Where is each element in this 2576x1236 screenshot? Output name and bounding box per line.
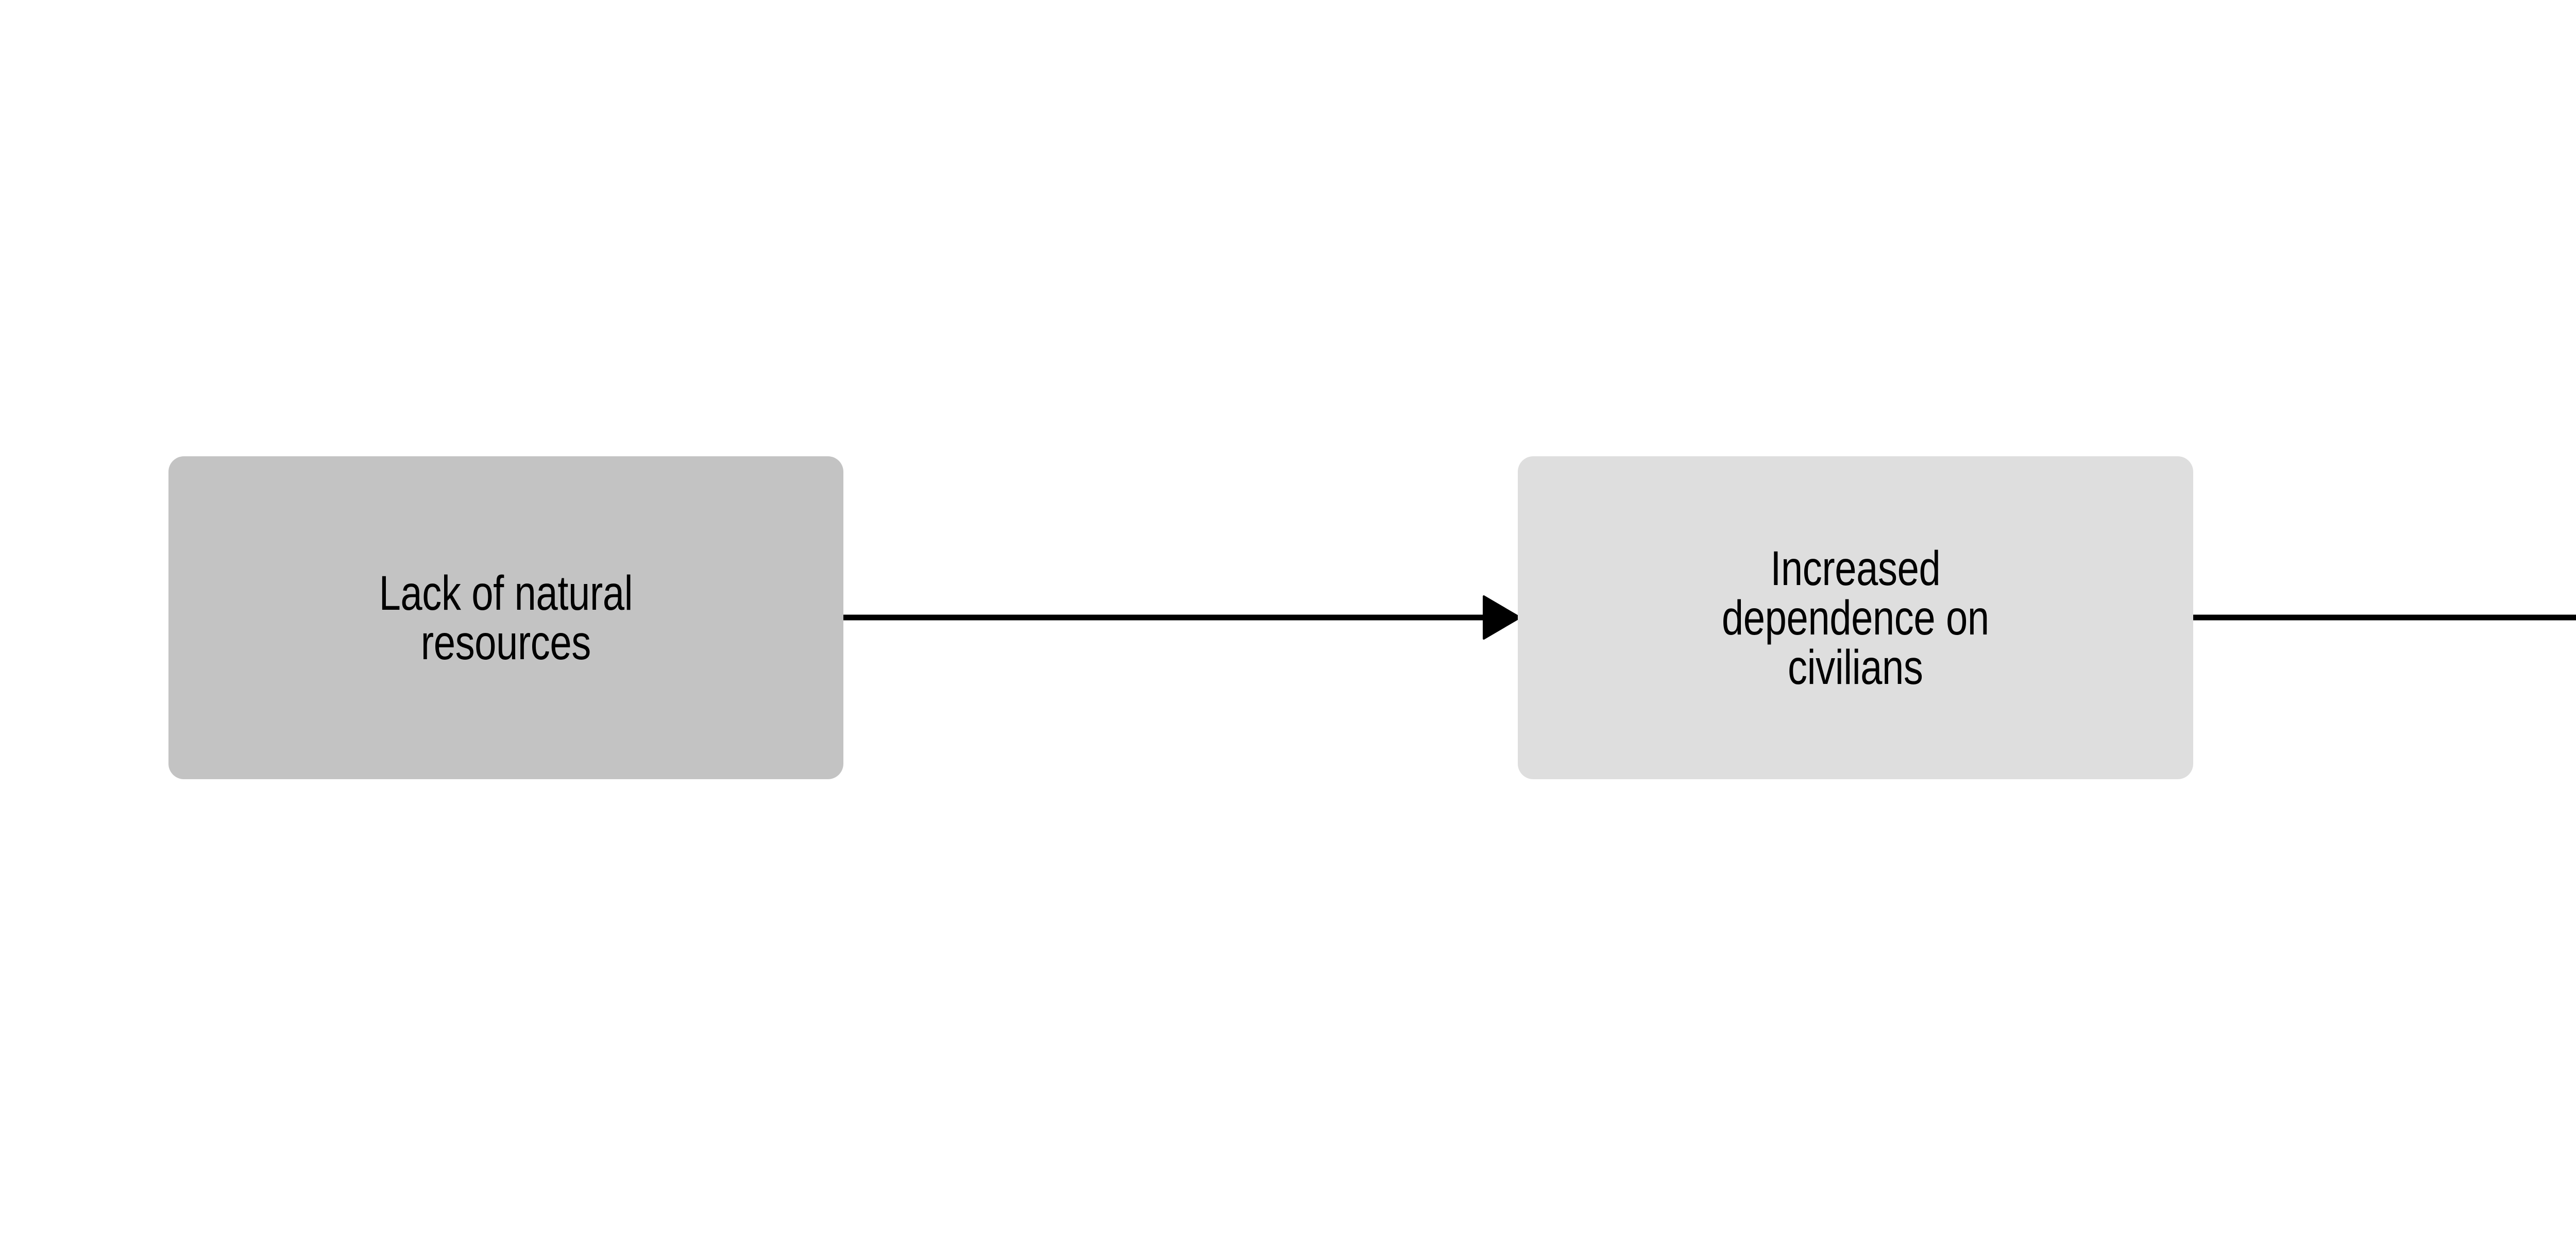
edge-dependence-to-governance [2190, 614, 2576, 621]
node-lack-of-natural-resources[interactable]: Lack of natural resources [168, 456, 843, 779]
node-label-lack-of-natural-resources: Lack of natural resources [379, 565, 633, 670]
arrowhead-icon-resources-to-dependence [1483, 595, 1521, 640]
node-increased-dependence-on-civilians[interactable]: Increased dependence on civilians [1518, 456, 2193, 779]
edge-resources-to-dependence [840, 595, 1521, 640]
node-label-increased-dependence-on-civilians: Increased dependence on civilians [1722, 541, 1989, 695]
